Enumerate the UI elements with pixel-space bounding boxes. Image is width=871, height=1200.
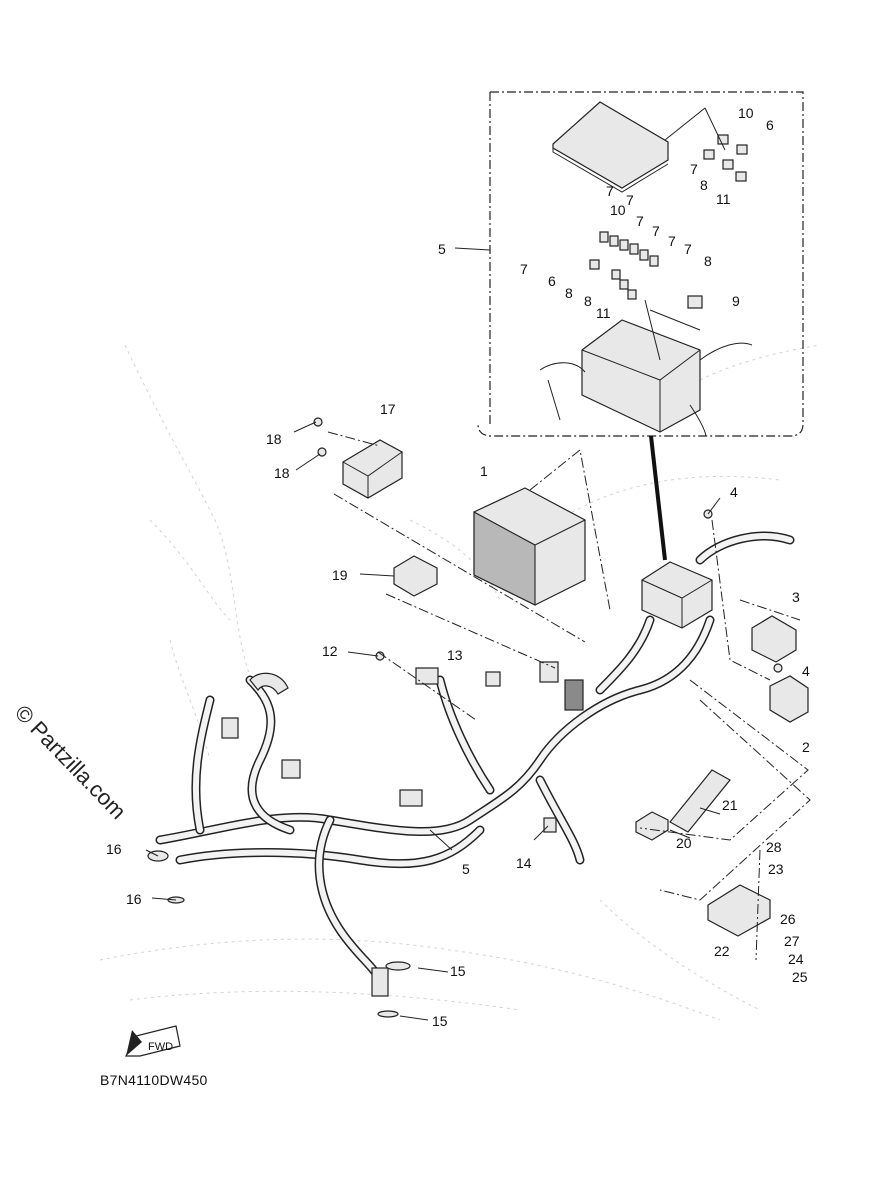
fwd-arrow: FWD [125,1025,181,1057]
callout-6-a: 6 [766,117,774,133]
callout-2: 2 [802,739,810,755]
callout-9: 9 [732,293,740,309]
callout-10-b: 10 [610,202,626,218]
callout-27: 27 [784,933,800,949]
inset-leader-lines [454,107,726,361]
callout-7-g: 7 [684,241,692,257]
battery [473,487,586,606]
callout-14: 14 [516,855,532,871]
callout-23: 23 [768,861,784,877]
relay-19 [393,555,438,597]
callout-7-b: 7 [606,183,614,199]
callout-21: 21 [722,797,738,813]
ecu-unit [635,769,771,937]
callout-4-a: 4 [730,484,738,500]
callout-7-c: 7 [626,192,634,208]
callout-12: 12 [322,643,338,659]
callout-1: 1 [480,463,488,479]
inset-pointer [649,435,667,561]
fuse-block [539,319,753,437]
callout-11-b: 11 [596,305,611,321]
callout-16-a: 16 [106,841,122,857]
callout-18-b: 18 [274,465,290,481]
fuse-box-cover [552,101,669,193]
callout-26: 26 [780,911,796,927]
callout-19: 19 [332,567,348,583]
fwd-label: FWD [148,1041,173,1053]
callout-3: 3 [792,589,800,605]
callout-13: 13 [447,647,463,663]
diagram-code: B7N4110DW450 [100,1072,208,1088]
callout-8-a: 8 [700,177,708,193]
callout-8-b: 8 [704,253,712,269]
callout-25: 25 [792,969,808,985]
wire-harness [155,531,795,990]
callout-7-h: 7 [520,261,528,277]
callout-11-a: 11 [716,191,731,207]
callout-16-b: 16 [126,891,142,907]
callout-10-a: 10 [738,105,754,121]
callout-4-b: 4 [802,663,810,679]
callout-8-d: 8 [584,293,592,309]
leader-lines [145,421,811,1021]
starter-relay [751,615,809,723]
callout-7-e: 7 [652,223,660,239]
callout-17: 17 [380,401,396,417]
harness-fuse-box [641,561,713,629]
callout-7-d: 7 [636,213,644,229]
callout-8-c: 8 [565,285,573,301]
inset-frame [477,91,804,437]
callout-15-b: 15 [432,1013,448,1029]
ghost-frame-outline [99,344,821,1021]
callout-5-a: 5 [438,241,446,257]
callout-20: 20 [676,835,692,851]
inset-fuses [589,134,748,309]
callout-7-f: 7 [668,233,676,249]
callout-24: 24 [788,951,804,967]
callout-28: 28 [766,839,782,855]
callout-22: 22 [714,943,730,959]
callout-18-a: 18 [266,431,282,447]
callout-15-a: 15 [450,963,466,979]
relay-box-17 [313,417,403,499]
harness-connectors [147,509,783,1018]
callout-numbers: 1 2 3 4 4 5 5 6 6 7 7 7 7 7 7 7 7 8 8 8 … [106,105,810,1029]
callout-6-b: 6 [548,273,556,289]
callout-7-a: 7 [690,161,698,177]
callout-5-b: 5 [462,861,470,877]
